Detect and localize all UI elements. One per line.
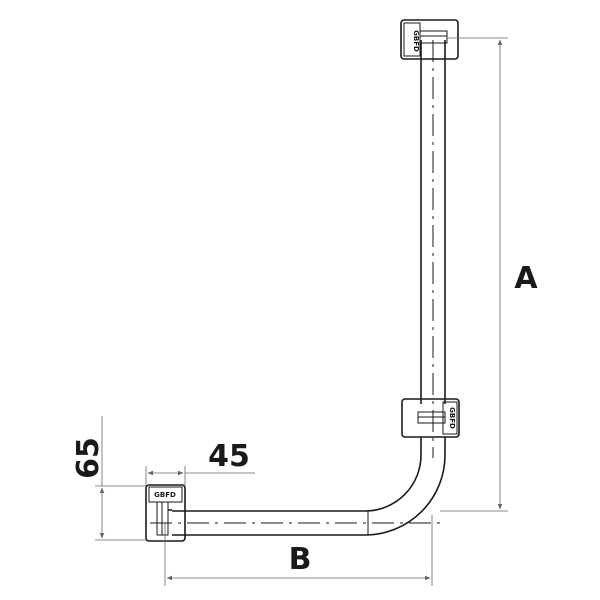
dimension-a: A	[440, 37, 538, 512]
dimension-a-label: A	[514, 261, 538, 296]
dimension-65: 65	[71, 416, 146, 541]
middle-flange-logo: GBFD	[448, 407, 456, 429]
vertical-tube	[420, 40, 446, 458]
dimension-b-label: B	[289, 542, 312, 577]
top-wall-flange: GBFD	[400, 19, 459, 60]
horizontal-tube	[150, 510, 440, 536]
left-flange-logo: GBFD	[154, 491, 176, 499]
dimension-b: B	[164, 515, 433, 586]
left-wall-flange: GBFD	[145, 484, 186, 542]
middle-wall-flange: GBFD	[401, 398, 460, 438]
top-flange-logo: GBFD	[412, 30, 420, 52]
tube-bend	[364, 437, 446, 536]
dimension-45: 45	[145, 439, 255, 486]
dimension-65-label: 65	[71, 437, 106, 479]
dimension-45-label: 45	[208, 439, 250, 474]
